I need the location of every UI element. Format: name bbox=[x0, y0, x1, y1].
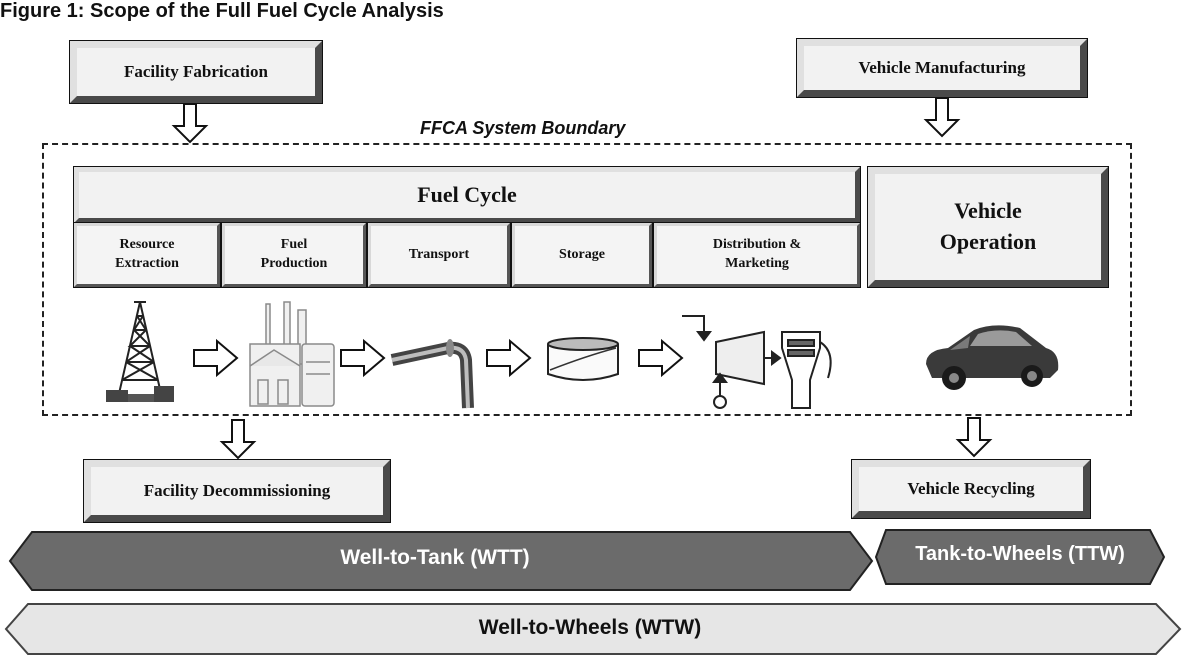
wtw-label: Well-to-Wheels (WTW) bbox=[478, 616, 702, 639]
wtt-band bbox=[8, 531, 874, 591]
right-arrow-icon bbox=[638, 338, 684, 378]
boundary-label: FFCA System Boundary bbox=[416, 118, 630, 139]
down-arrow-icon bbox=[955, 417, 993, 458]
vehicle-operation-label: Vehicle Operation bbox=[939, 198, 1037, 254]
facility-decommissioning-box: Facility Decommissioning bbox=[83, 459, 391, 523]
system-boundary bbox=[42, 143, 1132, 416]
right-arrow-icon bbox=[340, 338, 386, 378]
oil-derrick-icon bbox=[106, 301, 174, 402]
vehicle-manufacturing-label: Vehicle Manufacturing bbox=[858, 58, 1026, 77]
ttw-label: Tank-to-Wheels (TTW) bbox=[915, 543, 1125, 565]
stage-storage: Storage bbox=[511, 222, 653, 288]
vehicle-operation-box: Vehicle Operation bbox=[867, 166, 1109, 288]
facility-fabrication-label: Facility Fabrication bbox=[123, 62, 268, 81]
facility-fabrication-box: Facility Fabrication bbox=[69, 40, 323, 104]
down-arrow-icon bbox=[923, 97, 961, 138]
refinery-icon bbox=[249, 301, 335, 407]
wtw-band bbox=[4, 603, 1182, 655]
stage-distribution-marketing: Distribution &Marketing bbox=[653, 222, 861, 288]
down-arrow-icon bbox=[219, 419, 257, 460]
pipeline-icon bbox=[390, 339, 474, 409]
right-arrow-icon bbox=[193, 338, 239, 378]
stage-transport: Transport bbox=[367, 222, 511, 288]
fuel-dispenser-icon bbox=[682, 315, 832, 409]
fuel-cycle-box: Fuel Cycle bbox=[73, 166, 861, 224]
vehicle-manufacturing-box: Vehicle Manufacturing bbox=[796, 38, 1088, 98]
facility-decommissioning-label: Facility Decommissioning bbox=[143, 481, 331, 500]
right-arrow-icon bbox=[486, 338, 532, 378]
fuel-cycle-label: Fuel Cycle bbox=[417, 182, 517, 207]
down-arrow-icon bbox=[171, 103, 209, 144]
vehicle-recycling-label: Vehicle Recycling bbox=[907, 479, 1035, 498]
wtt-label: Well-to-Tank (WTT) bbox=[340, 546, 530, 569]
storage-tank-icon bbox=[547, 337, 619, 381]
car-icon bbox=[926, 325, 1059, 390]
figure-caption: Figure 1: Scope of the Full Fuel Cycle A… bbox=[0, 0, 444, 22]
ttw-band bbox=[874, 529, 1166, 585]
vehicle-recycling-box: Vehicle Recycling bbox=[851, 459, 1091, 519]
